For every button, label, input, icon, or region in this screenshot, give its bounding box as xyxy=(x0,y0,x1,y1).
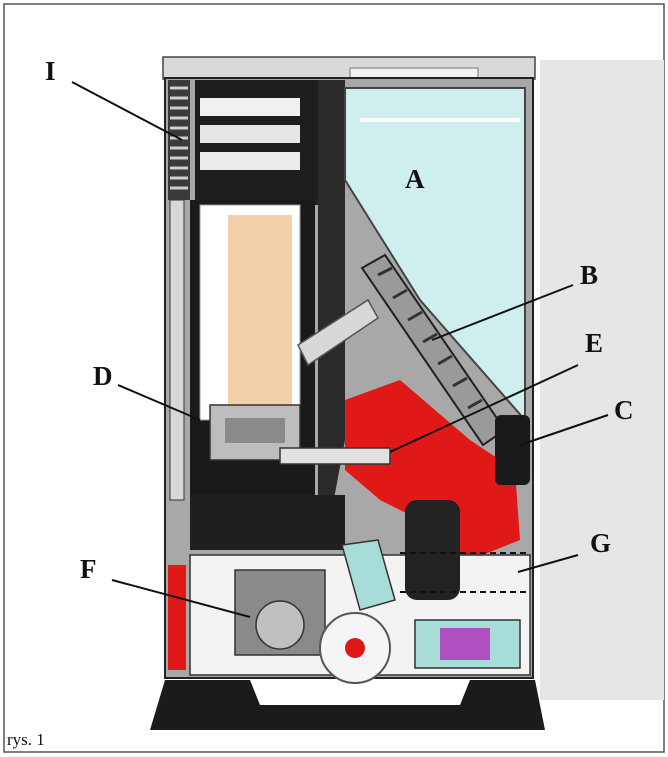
feed-chute xyxy=(297,298,379,367)
igniter xyxy=(279,447,391,465)
pellet-hopper xyxy=(344,87,526,423)
red-insulation xyxy=(345,380,520,560)
auger-flights xyxy=(377,266,483,410)
label-C: C xyxy=(614,395,634,425)
leader-line-F xyxy=(111,579,251,618)
label-I: I xyxy=(45,56,56,86)
teal-duct xyxy=(341,539,396,611)
exchanger-tube-1 xyxy=(200,98,300,116)
top-grille xyxy=(168,80,190,200)
label-D: D xyxy=(93,361,113,391)
control-board-chip xyxy=(440,628,490,660)
central-wall xyxy=(318,80,345,520)
exhaust-fan-hub xyxy=(345,638,365,658)
label-E: E xyxy=(585,328,604,358)
burner-pot-inner xyxy=(225,418,285,443)
front-door xyxy=(169,199,185,501)
fan-motor xyxy=(255,600,305,650)
firebox-panel xyxy=(228,215,292,413)
label-B: B xyxy=(580,260,599,290)
leader-line-D xyxy=(117,384,201,421)
label-F: F xyxy=(80,554,97,584)
ash-chamber xyxy=(190,495,345,550)
leader-line-C xyxy=(519,414,609,446)
red-insulation-lower xyxy=(168,565,186,670)
exchanger-tube-2 xyxy=(200,125,300,143)
background-shading xyxy=(540,60,664,700)
label-G: G xyxy=(590,528,612,558)
grille-slats xyxy=(170,86,188,190)
figure-caption: rys. 1 xyxy=(7,730,45,749)
label-A: A xyxy=(405,164,425,194)
exhaust-pipe xyxy=(405,500,460,600)
leader-line-E xyxy=(389,364,579,453)
leader-line-I xyxy=(71,81,183,141)
gear-motor xyxy=(495,415,530,485)
top-cover xyxy=(162,56,536,80)
leader-line-G xyxy=(517,554,579,573)
leader-line-B xyxy=(431,284,574,341)
stove-base xyxy=(150,680,545,730)
leader-lines xyxy=(71,81,609,618)
exchanger-tube-3 xyxy=(200,152,300,170)
